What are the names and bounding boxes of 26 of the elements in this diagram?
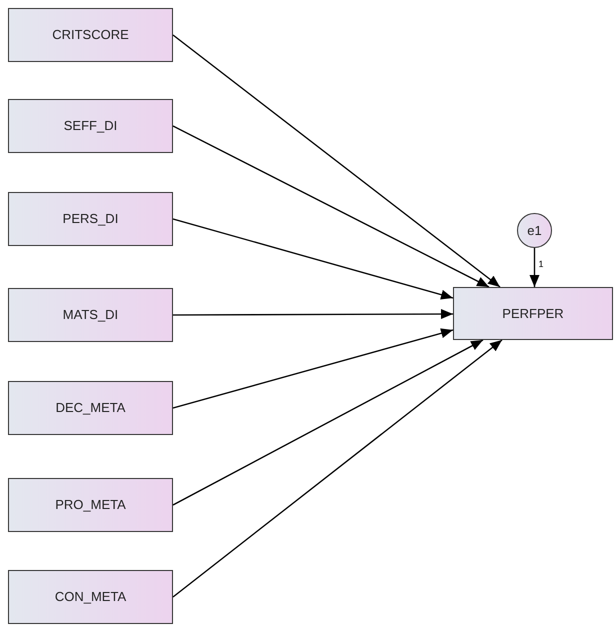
variable-box	[8, 8, 173, 62]
arrow	[172, 328, 454, 409]
arrow	[172, 339, 502, 598]
node-label: CON_META	[54, 588, 126, 606]
variable-box	[8, 570, 173, 624]
edge-label: 1	[538, 260, 544, 268]
node-label: SEFF_DI	[64, 117, 118, 136]
node-label: PERS_DI	[62, 210, 118, 228]
arrow	[173, 309, 453, 320]
arrow	[172, 339, 484, 506]
node-label: MATS_DI	[62, 306, 118, 324]
arrow	[172, 125, 490, 288]
variable-box	[453, 287, 613, 340]
variable-box	[8, 381, 173, 435]
node-label: e1	[527, 222, 542, 240]
arrow	[530, 248, 540, 287]
node-label: DEC_META	[56, 399, 126, 418]
arrow	[172, 218, 454, 300]
node-label: CRITSCORE	[52, 26, 129, 44]
node-label: PRO_META	[55, 496, 126, 514]
variable-box	[8, 478, 173, 532]
variable-box	[8, 288, 173, 342]
arrow	[172, 34, 500, 288]
variable-box	[8, 99, 173, 153]
node-label: PERFPER	[502, 304, 564, 323]
variable-box	[8, 192, 173, 246]
